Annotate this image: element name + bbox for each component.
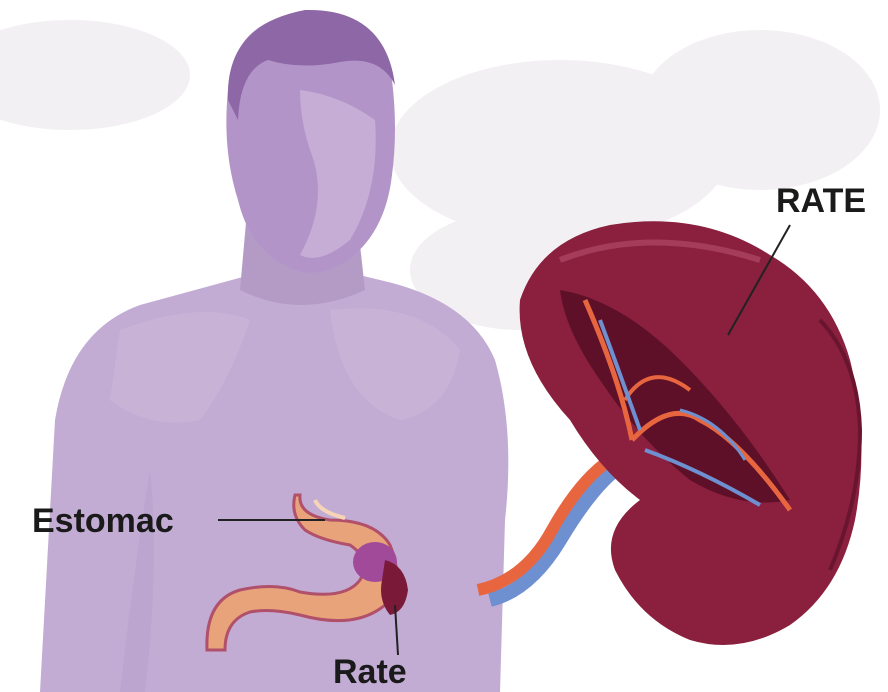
spleen-organ-icon bbox=[520, 221, 862, 645]
stomach-label: Estomac bbox=[32, 502, 174, 540]
spleen-large-label: RATE bbox=[776, 182, 866, 220]
spleen-small-label: Rate bbox=[333, 653, 407, 691]
